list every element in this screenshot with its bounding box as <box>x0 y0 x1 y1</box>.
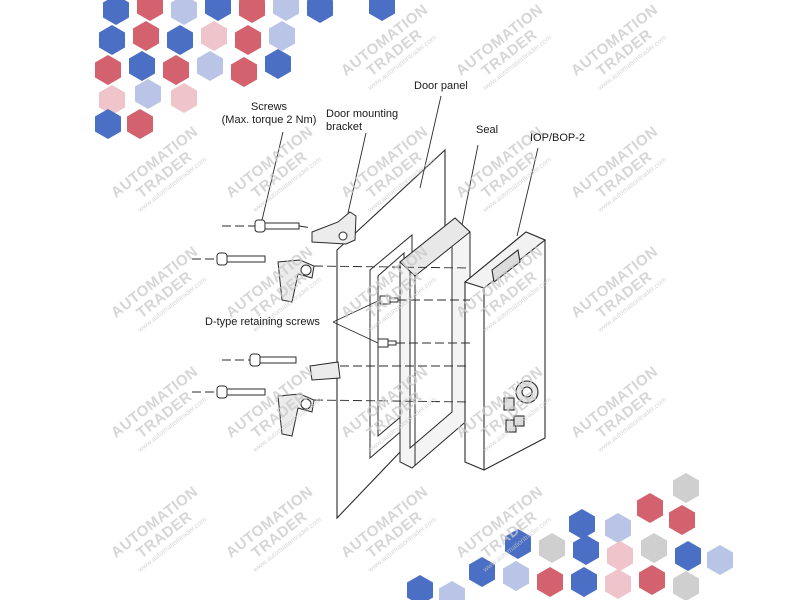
hexagon <box>129 51 155 81</box>
leader-lines <box>261 95 539 344</box>
hexagon <box>569 509 595 539</box>
hexagon <box>539 533 565 563</box>
hexagon <box>641 533 667 563</box>
label-bracket-line2: bracket <box>326 121 363 133</box>
hexagon <box>171 0 197 25</box>
label-door-panel: Door panel <box>414 80 468 92</box>
hexagon <box>639 565 665 595</box>
hexagon <box>439 581 465 600</box>
label-screws: Screws (Max. torque 2 Nm) <box>210 101 328 127</box>
hexagon <box>239 0 265 23</box>
hexagon <box>571 567 597 597</box>
hexagon <box>163 55 189 85</box>
iop-bop-2-device <box>463 231 547 471</box>
hexagon <box>127 109 153 139</box>
bracket-lower <box>309 361 341 381</box>
hexagon <box>103 0 129 25</box>
label-d-type-retaining-screws: D-type retaining screws <box>205 316 320 328</box>
hexagon <box>675 541 701 571</box>
clip-upper <box>277 259 315 303</box>
label-device: IOP/BOP-2 <box>530 132 586 144</box>
hexagon <box>137 0 163 21</box>
hexagon <box>673 473 699 503</box>
hexagon <box>197 51 223 81</box>
label-bracket-line1: Door mounting <box>326 108 399 120</box>
hexagon-pattern-bottom-right <box>407 473 733 600</box>
hexagon <box>673 571 699 600</box>
hexagon <box>605 569 631 599</box>
screw-3 <box>249 353 297 367</box>
hexagon <box>537 567 563 597</box>
hexagon <box>235 25 261 55</box>
hexagon <box>407 575 433 600</box>
hexagon <box>505 529 531 559</box>
hexagon <box>231 57 257 87</box>
keypad <box>503 380 539 433</box>
hexagon <box>469 557 495 587</box>
hexagon <box>265 49 291 79</box>
hexagon <box>201 21 227 51</box>
hexagon <box>95 55 121 85</box>
hexagon <box>269 21 295 51</box>
screw-1 <box>254 219 300 233</box>
hexagon <box>503 561 529 591</box>
clip-lower <box>277 393 315 437</box>
label-screws-line2: (Max. torque 2 Nm) <box>221 114 317 126</box>
assembly-axis-lines <box>192 225 471 403</box>
hexagon-pattern-top-left <box>95 0 395 139</box>
label-door-mounting-bracket: Door mounting bracket <box>326 108 398 134</box>
hexagon <box>669 505 695 535</box>
hexagon <box>99 25 125 55</box>
label-screws-line1: Screws <box>250 101 288 113</box>
hexagon <box>369 0 395 21</box>
hexagon <box>99 85 125 115</box>
hexagon <box>135 79 161 109</box>
mounting-hardware <box>216 211 399 437</box>
hexagon <box>171 83 197 113</box>
hexagon <box>607 541 633 571</box>
hexagon <box>273 0 299 21</box>
hexagon <box>605 513 631 543</box>
hexagon <box>167 25 193 55</box>
hexagon <box>307 0 333 23</box>
hexagon <box>205 0 231 21</box>
screw-4 <box>216 385 266 399</box>
screw-2 <box>216 252 266 266</box>
label-seal: Seal <box>476 124 499 136</box>
bracket-upper <box>311 211 357 245</box>
hexagon <box>133 21 159 51</box>
hexagon <box>573 535 599 565</box>
hexagon <box>95 109 121 139</box>
hexagon <box>637 493 663 523</box>
hexagon <box>707 545 733 575</box>
